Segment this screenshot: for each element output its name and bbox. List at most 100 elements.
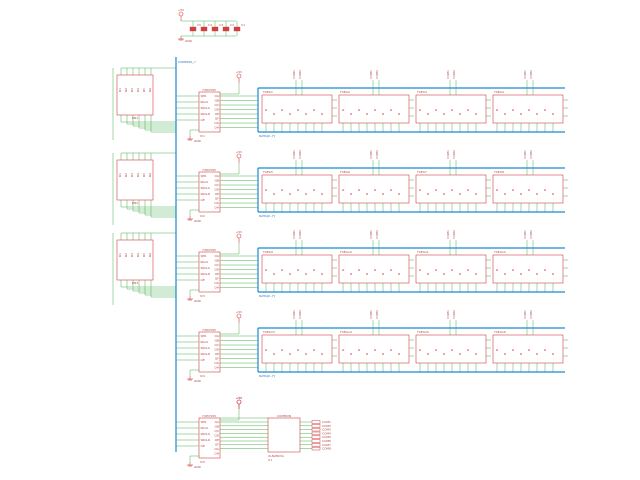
display-ref: TSEG11 (416, 250, 429, 254)
segment-pin (366, 193, 368, 195)
segment-pin (427, 273, 429, 275)
pin-label: QG (214, 361, 219, 365)
segment-pin (544, 349, 546, 351)
segment-pin (374, 189, 376, 191)
resistor-pack-ref: RN1 (132, 116, 138, 120)
seven-segment-display (261, 254, 333, 284)
com-label: COM2 (375, 150, 379, 159)
segment-pin (544, 269, 546, 271)
segment-pin (459, 273, 461, 275)
pin-label: OE (201, 118, 205, 122)
pin-label: QB (215, 339, 219, 343)
pin-label: QE (215, 112, 219, 116)
driver-title: COMMON (277, 414, 291, 418)
segment-pin (544, 109, 546, 111)
segment-pin (451, 269, 453, 271)
segment-pin (451, 109, 453, 111)
pin-label: SRCLR (201, 192, 211, 196)
segment-pin (313, 189, 315, 191)
segment-pin (552, 353, 554, 355)
driver-part: ULN2803A (268, 454, 285, 458)
com-output-label: COM6 (322, 439, 331, 443)
shift-register-part: 74HC595 (202, 248, 216, 252)
display-ref: TSEG4 (493, 90, 504, 94)
segment-pin (512, 349, 514, 351)
segment-pin (459, 113, 461, 115)
pin-label: QH (214, 206, 219, 210)
com-label: COM2 (375, 310, 379, 319)
segment-pin (366, 273, 368, 275)
com-label: COM1 (292, 310, 296, 319)
segment-pin (398, 193, 400, 195)
shift-register-IC2 (198, 171, 221, 213)
display-ref: TSEG13 (262, 330, 275, 334)
segment-pin (273, 353, 275, 355)
resistor-pack-ref: RN2 (132, 201, 138, 205)
pin-label: OE (201, 444, 205, 448)
pin-label: QF (215, 117, 219, 121)
com-label: COM1 (446, 150, 450, 159)
pin-label: QG (214, 121, 219, 125)
segment-pin (528, 269, 530, 271)
pin-label: QF (215, 277, 219, 281)
segment-pin (443, 193, 445, 195)
segment-pin (313, 269, 315, 271)
segment-pin (305, 193, 307, 195)
pin-label: QC (215, 263, 219, 267)
com-output-label: COM4 (322, 431, 331, 435)
shift-register-ref: IC2 (200, 214, 205, 218)
shift-register-part: 74HC595 (202, 168, 216, 172)
segment-pin (419, 109, 421, 111)
pin-label: QE (215, 272, 219, 276)
segment-pin (398, 353, 400, 355)
segment-pin (536, 193, 538, 195)
segment-pin (496, 189, 498, 191)
pin-label: RCLK (201, 100, 210, 104)
shift-register-IC4 (198, 331, 221, 373)
gnd-label: GND (194, 219, 202, 223)
segment-pin (321, 193, 323, 195)
pin-label: SER (201, 94, 207, 98)
display-ref: TSEG15 (416, 330, 429, 334)
shift-register-ref: IC3 (200, 294, 205, 298)
pin-label: QC (215, 343, 219, 347)
com-label: COM2 (452, 150, 456, 159)
com-label: COM1 (446, 310, 450, 319)
resistor-pack-ref: RN3 (132, 281, 138, 285)
pack-pin-label: R6 (148, 173, 152, 177)
pin-label: RCLK (201, 180, 210, 184)
pin-label: RCLK (201, 260, 210, 264)
com-port (311, 431, 321, 436)
segment-pin (520, 273, 522, 275)
segment-pin (496, 349, 498, 351)
data-bus-label: DATA[0..7] (259, 134, 275, 138)
segment-pin (443, 273, 445, 275)
pin-label: QB (215, 179, 219, 183)
shift-register-IC3 (198, 251, 221, 293)
segment-pin (350, 193, 352, 195)
segment-pin (398, 113, 400, 115)
pin-label: QC (215, 429, 219, 433)
com-label: COM2 (298, 310, 302, 319)
segment-pin (512, 189, 514, 191)
pin-label: SER (201, 254, 207, 258)
segment-pin (475, 353, 477, 355)
pin-label: QH (214, 286, 219, 290)
pin-label: SRCLK (201, 186, 212, 190)
segment-pin (374, 269, 376, 271)
segment-pin (504, 273, 506, 275)
segment-pin (281, 269, 283, 271)
cap-label: C5 (197, 23, 201, 27)
vcc-label: +5V (236, 396, 243, 400)
vcc-symbol (178, 11, 184, 17)
pin-label: RCLK (201, 340, 210, 344)
segment-pin (435, 189, 437, 191)
segment-pin (342, 109, 344, 111)
segment-pin (265, 109, 267, 111)
segment-pin (528, 109, 530, 111)
segment-pin (281, 349, 283, 351)
pack-pin-label: R2 (124, 88, 128, 92)
segment-pin (467, 269, 469, 271)
pin-label: QA (215, 174, 220, 178)
